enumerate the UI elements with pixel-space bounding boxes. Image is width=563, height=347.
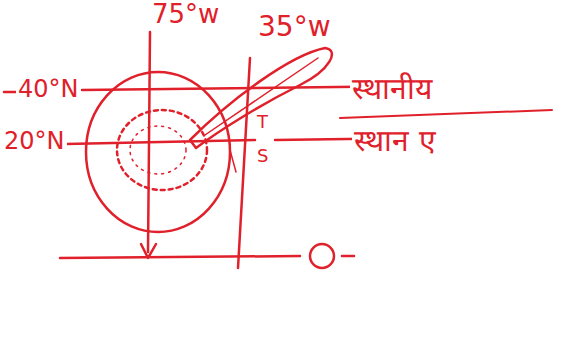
underline (340, 110, 552, 118)
lobe-axis (205, 58, 318, 135)
lobe-shape (190, 48, 332, 148)
sketch-label: T (255, 112, 270, 132)
sketch-label: 35°w (256, 12, 333, 43)
core-region (130, 126, 186, 174)
inner-region (117, 110, 207, 190)
circle-symbol (310, 244, 334, 268)
sketch-label: स्थानीय (350, 72, 434, 105)
sketch-label: स्थान ए (352, 124, 438, 157)
sketch-label: 40°N (16, 76, 81, 102)
tick-mark (230, 150, 236, 172)
sketch-label: 75°w (150, 0, 221, 29)
baseline (60, 256, 300, 258)
arrow-head (141, 244, 156, 258)
dash (342, 255, 354, 258)
sketch-label: 20°N (2, 128, 67, 154)
region-outline (86, 72, 230, 232)
sketch-label: S (255, 146, 270, 166)
